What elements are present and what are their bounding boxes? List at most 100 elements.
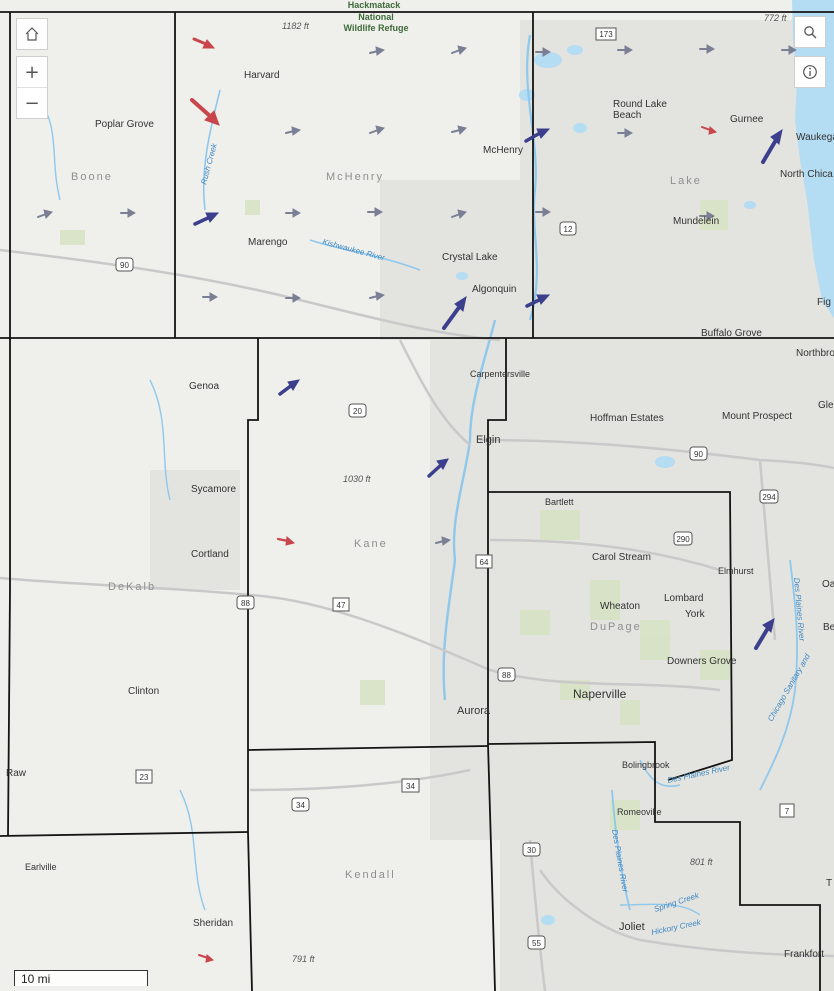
label-mount-prospect: Mount Prospect <box>722 411 792 422</box>
shield-label: 90 <box>694 450 703 459</box>
county-boundaries <box>0 11 834 991</box>
label-mundelein: Mundelein <box>673 216 719 227</box>
shield-s34a: 34 <box>291 797 310 812</box>
shield-s173: 173 <box>595 27 617 41</box>
shield-i294: 294 <box>759 489 779 504</box>
shield-label: 23 <box>140 773 149 782</box>
label-wheaton: Wheaton <box>600 601 640 612</box>
label-carpentersville: Carpentersville <box>470 369 530 379</box>
place-labels: Hackmatack National Wildlife Refuge 1182… <box>6 0 834 964</box>
label-elgin: Elgin <box>476 434 500 446</box>
home-icon <box>25 27 39 41</box>
label-hoffman-estates: Hoffman Estates <box>590 413 664 424</box>
park-areas <box>60 200 730 830</box>
label-sheridan: Sheridan <box>193 918 233 929</box>
label-be: Be <box>823 622 834 633</box>
label-naperville: Naperville <box>573 687 627 701</box>
urban-areas <box>150 20 834 991</box>
label-elev-791: 791 ft <box>292 954 315 964</box>
label-refuge: Wildlife Refuge <box>344 23 409 33</box>
label-bolingbrook: Bolingbrook <box>622 760 670 770</box>
label-york: York <box>685 609 706 620</box>
label-elev-1030: 1030 ft <box>343 474 371 484</box>
label-lake-county: Lake <box>670 175 702 187</box>
label-north-chicago: North Chica <box>780 169 833 180</box>
label-northbrook: Northbro <box>796 348 834 359</box>
shield-label: 290 <box>676 535 690 544</box>
label-lombard: Lombard <box>664 593 703 604</box>
shield-s30: 30 <box>522 842 541 857</box>
label-cortland: Cortland <box>191 549 229 560</box>
shield-label: 47 <box>337 601 346 610</box>
label-mchenry-city: McHenry <box>483 145 523 156</box>
rivers <box>39 34 798 916</box>
label-kane-county: Kane <box>354 538 388 550</box>
direction-arrows <box>37 37 798 963</box>
shield-s64: 64 <box>475 554 493 569</box>
info-icon <box>803 65 817 79</box>
label-harvard: Harvard <box>244 70 280 81</box>
label-hackmatack: Hackmatack <box>348 0 402 10</box>
label-mchenry-county: McHenry <box>326 171 384 183</box>
shield-s20: 20 <box>348 403 367 418</box>
shield-i55: 55 <box>527 935 546 950</box>
shield-s12: 12 <box>559 221 577 236</box>
label-frankfort: Frankfort <box>784 949 824 960</box>
label-bartlett: Bartlett <box>545 497 574 507</box>
shield-label: 34 <box>296 801 305 810</box>
label-t: T <box>826 878 832 889</box>
label-elev-1182: 1182 ft <box>282 21 309 31</box>
shield-label: 64 <box>480 558 489 567</box>
shield-s34b: 34 <box>401 778 420 793</box>
label-aurora: Aurora <box>457 705 491 717</box>
shield-label: 173 <box>599 30 613 39</box>
label-buffalo-grove: Buffalo Grove <box>701 328 762 339</box>
label-national: National <box>358 12 394 22</box>
label-carol-stream: Carol Stream <box>592 552 651 563</box>
label-round-lake: Round Lake <box>613 99 667 110</box>
label-elmhurst: Elmhurst <box>718 566 754 576</box>
label-boone-county: Boone <box>71 171 113 183</box>
label-dupage-county: DuPage <box>590 621 642 633</box>
label-genoa: Genoa <box>189 381 219 392</box>
shield-i290: 290 <box>673 531 693 546</box>
label-marengo: Marengo <box>248 237 288 248</box>
shield-label: 7 <box>785 807 790 816</box>
label-joliet: Joliet <box>619 921 645 933</box>
zoom-control: + − <box>16 56 48 119</box>
info-button[interactable] <box>794 56 826 88</box>
label-earlville: Earlville <box>25 862 57 872</box>
label-kendall-county: Kendall <box>345 869 396 881</box>
small-lakes <box>456 45 756 925</box>
label-gurnee: Gurnee <box>730 114 764 125</box>
shield-label: 88 <box>241 599 250 608</box>
label-dekalb-county: DeKalb <box>108 581 156 593</box>
shield-label: 34 <box>406 782 415 791</box>
shield-label: 90 <box>120 261 129 270</box>
label-waukegan: Waukega <box>796 132 834 143</box>
label-beach: Beach <box>613 110 641 121</box>
zoom-out-button[interactable]: − <box>17 87 47 118</box>
shield-label: 30 <box>527 846 536 855</box>
search-button[interactable] <box>794 16 826 48</box>
shield-s7: 7 <box>779 803 795 818</box>
label-elev-801: 801 ft <box>690 857 713 867</box>
label-raw: Raw <box>6 768 27 779</box>
shield-i90a: 90 <box>115 257 134 272</box>
label-fig: Fig <box>817 297 831 308</box>
home-button[interactable] <box>16 18 48 50</box>
label-poplar-grove: Poplar Grove <box>95 119 154 130</box>
label-clinton: Clinton <box>128 686 159 697</box>
label-downers-grove: Downers Grove <box>667 656 737 667</box>
shield-i88a: 88 <box>236 595 255 610</box>
route-shields: 90 173 12 20 90 294 290 64 88 47 88 23 3… <box>115 27 795 950</box>
search-icon <box>804 26 817 39</box>
shield-label: 294 <box>762 493 776 502</box>
shield-i90b: 90 <box>689 446 708 461</box>
scale-bar: 10 mi <box>14 970 148 986</box>
label-crystal-lake: Crystal Lake <box>442 252 498 263</box>
label-glenview: Gle <box>818 400 834 411</box>
zoom-in-button[interactable]: + <box>24 61 40 83</box>
label-algonquin: Algonquin <box>472 284 516 295</box>
